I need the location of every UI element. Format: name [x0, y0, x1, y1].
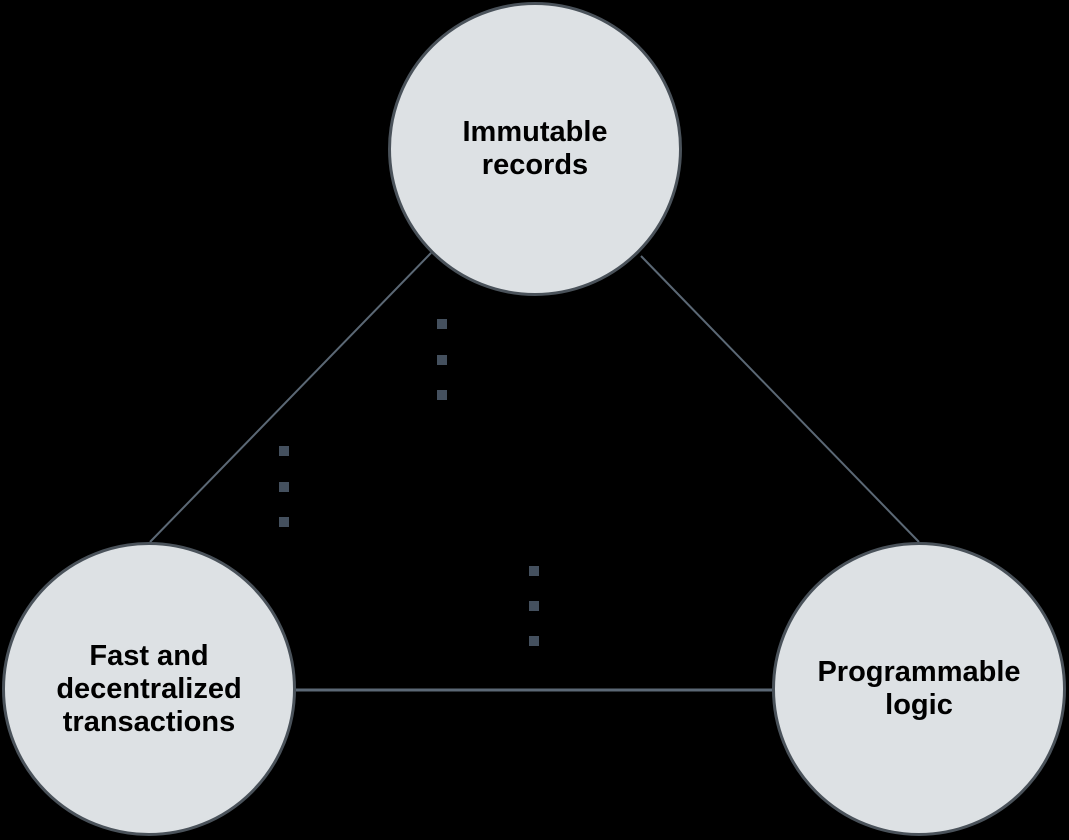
node-immutable-records: Immutable records — [388, 2, 682, 296]
dash-mark — [437, 319, 447, 329]
node-programmable-logic: Programmable logic — [772, 542, 1066, 836]
dash-column-left — [279, 446, 289, 527]
dash-mark — [437, 390, 447, 400]
dash-mark — [529, 601, 539, 611]
dash-mark — [279, 446, 289, 456]
node-programmable-logic-label: Programmable logic — [817, 656, 1021, 721]
connector-top-to-right — [640, 255, 920, 543]
dash-mark — [279, 482, 289, 492]
dash-mark — [529, 636, 539, 646]
dash-mark — [279, 517, 289, 527]
dash-column-center — [529, 566, 539, 646]
node-immutable-records-label: Immutable records — [462, 116, 608, 181]
node-fast-decentralized-transactions-label: Fast and decentralized transactions — [56, 639, 242, 738]
connector-top-to-left — [149, 252, 432, 543]
dash-column-upper — [437, 319, 447, 400]
dash-mark — [529, 566, 539, 576]
dash-mark — [437, 355, 447, 365]
node-fast-decentralized-transactions: Fast and decentralized transactions — [2, 542, 296, 836]
